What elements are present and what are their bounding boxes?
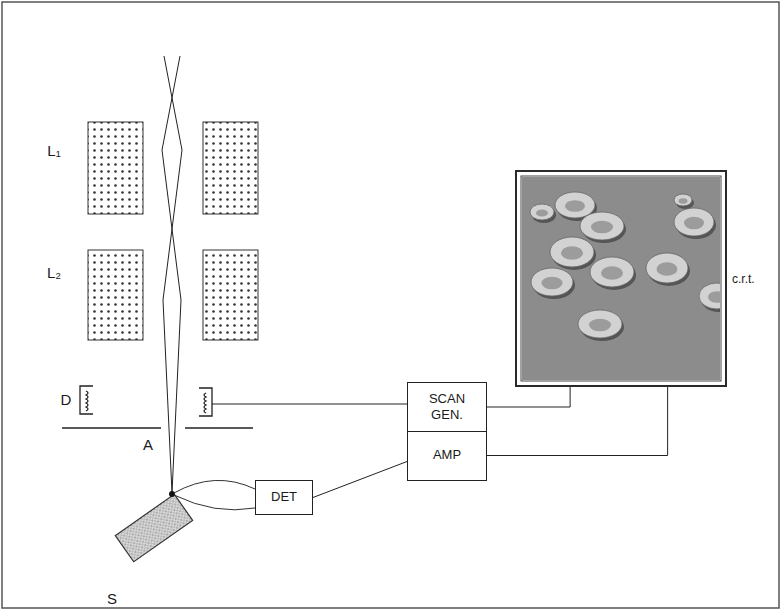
blood-cell <box>580 212 626 243</box>
box-label: SCAN GEN. <box>413 391 481 424</box>
specimen <box>115 491 192 562</box>
blood-cell <box>531 268 575 299</box>
blood-cell <box>674 208 716 239</box>
detector-box: DET <box>255 480 313 515</box>
lens-label: L₂ <box>47 264 61 281</box>
specimen-label: S <box>107 590 117 607</box>
scan-generator-box: SCAN GEN. <box>407 382 487 432</box>
blood-cell <box>674 194 694 209</box>
aperture <box>62 427 253 429</box>
blood-cell <box>590 257 636 290</box>
blood-cell <box>699 283 720 312</box>
lens-l1 <box>88 122 258 214</box>
coil-label: D <box>61 391 72 408</box>
signal-wire <box>487 387 668 456</box>
blood-cell <box>550 237 596 270</box>
crt-image <box>522 177 720 380</box>
blood-cell <box>646 253 690 286</box>
deflection-coil <box>80 386 407 416</box>
signal-path <box>174 480 255 509</box>
lens-l2 <box>88 250 258 340</box>
amplifier-box: AMP <box>407 431 487 481</box>
box-label: AMP <box>433 447 461 463</box>
aperture-label: A <box>143 436 153 453</box>
screen-label: c.r.t. <box>732 271 755 286</box>
box-label: DET <box>271 489 297 505</box>
blood-cell <box>578 310 624 341</box>
signal-wire <box>487 387 570 407</box>
lens-label: L₁ <box>47 142 60 159</box>
crt-screen: c.r.t. <box>515 170 727 387</box>
crt-inner-frame <box>521 176 721 381</box>
electron-beam <box>162 56 182 493</box>
blood-cell <box>530 204 556 223</box>
signal-wire <box>313 462 407 498</box>
